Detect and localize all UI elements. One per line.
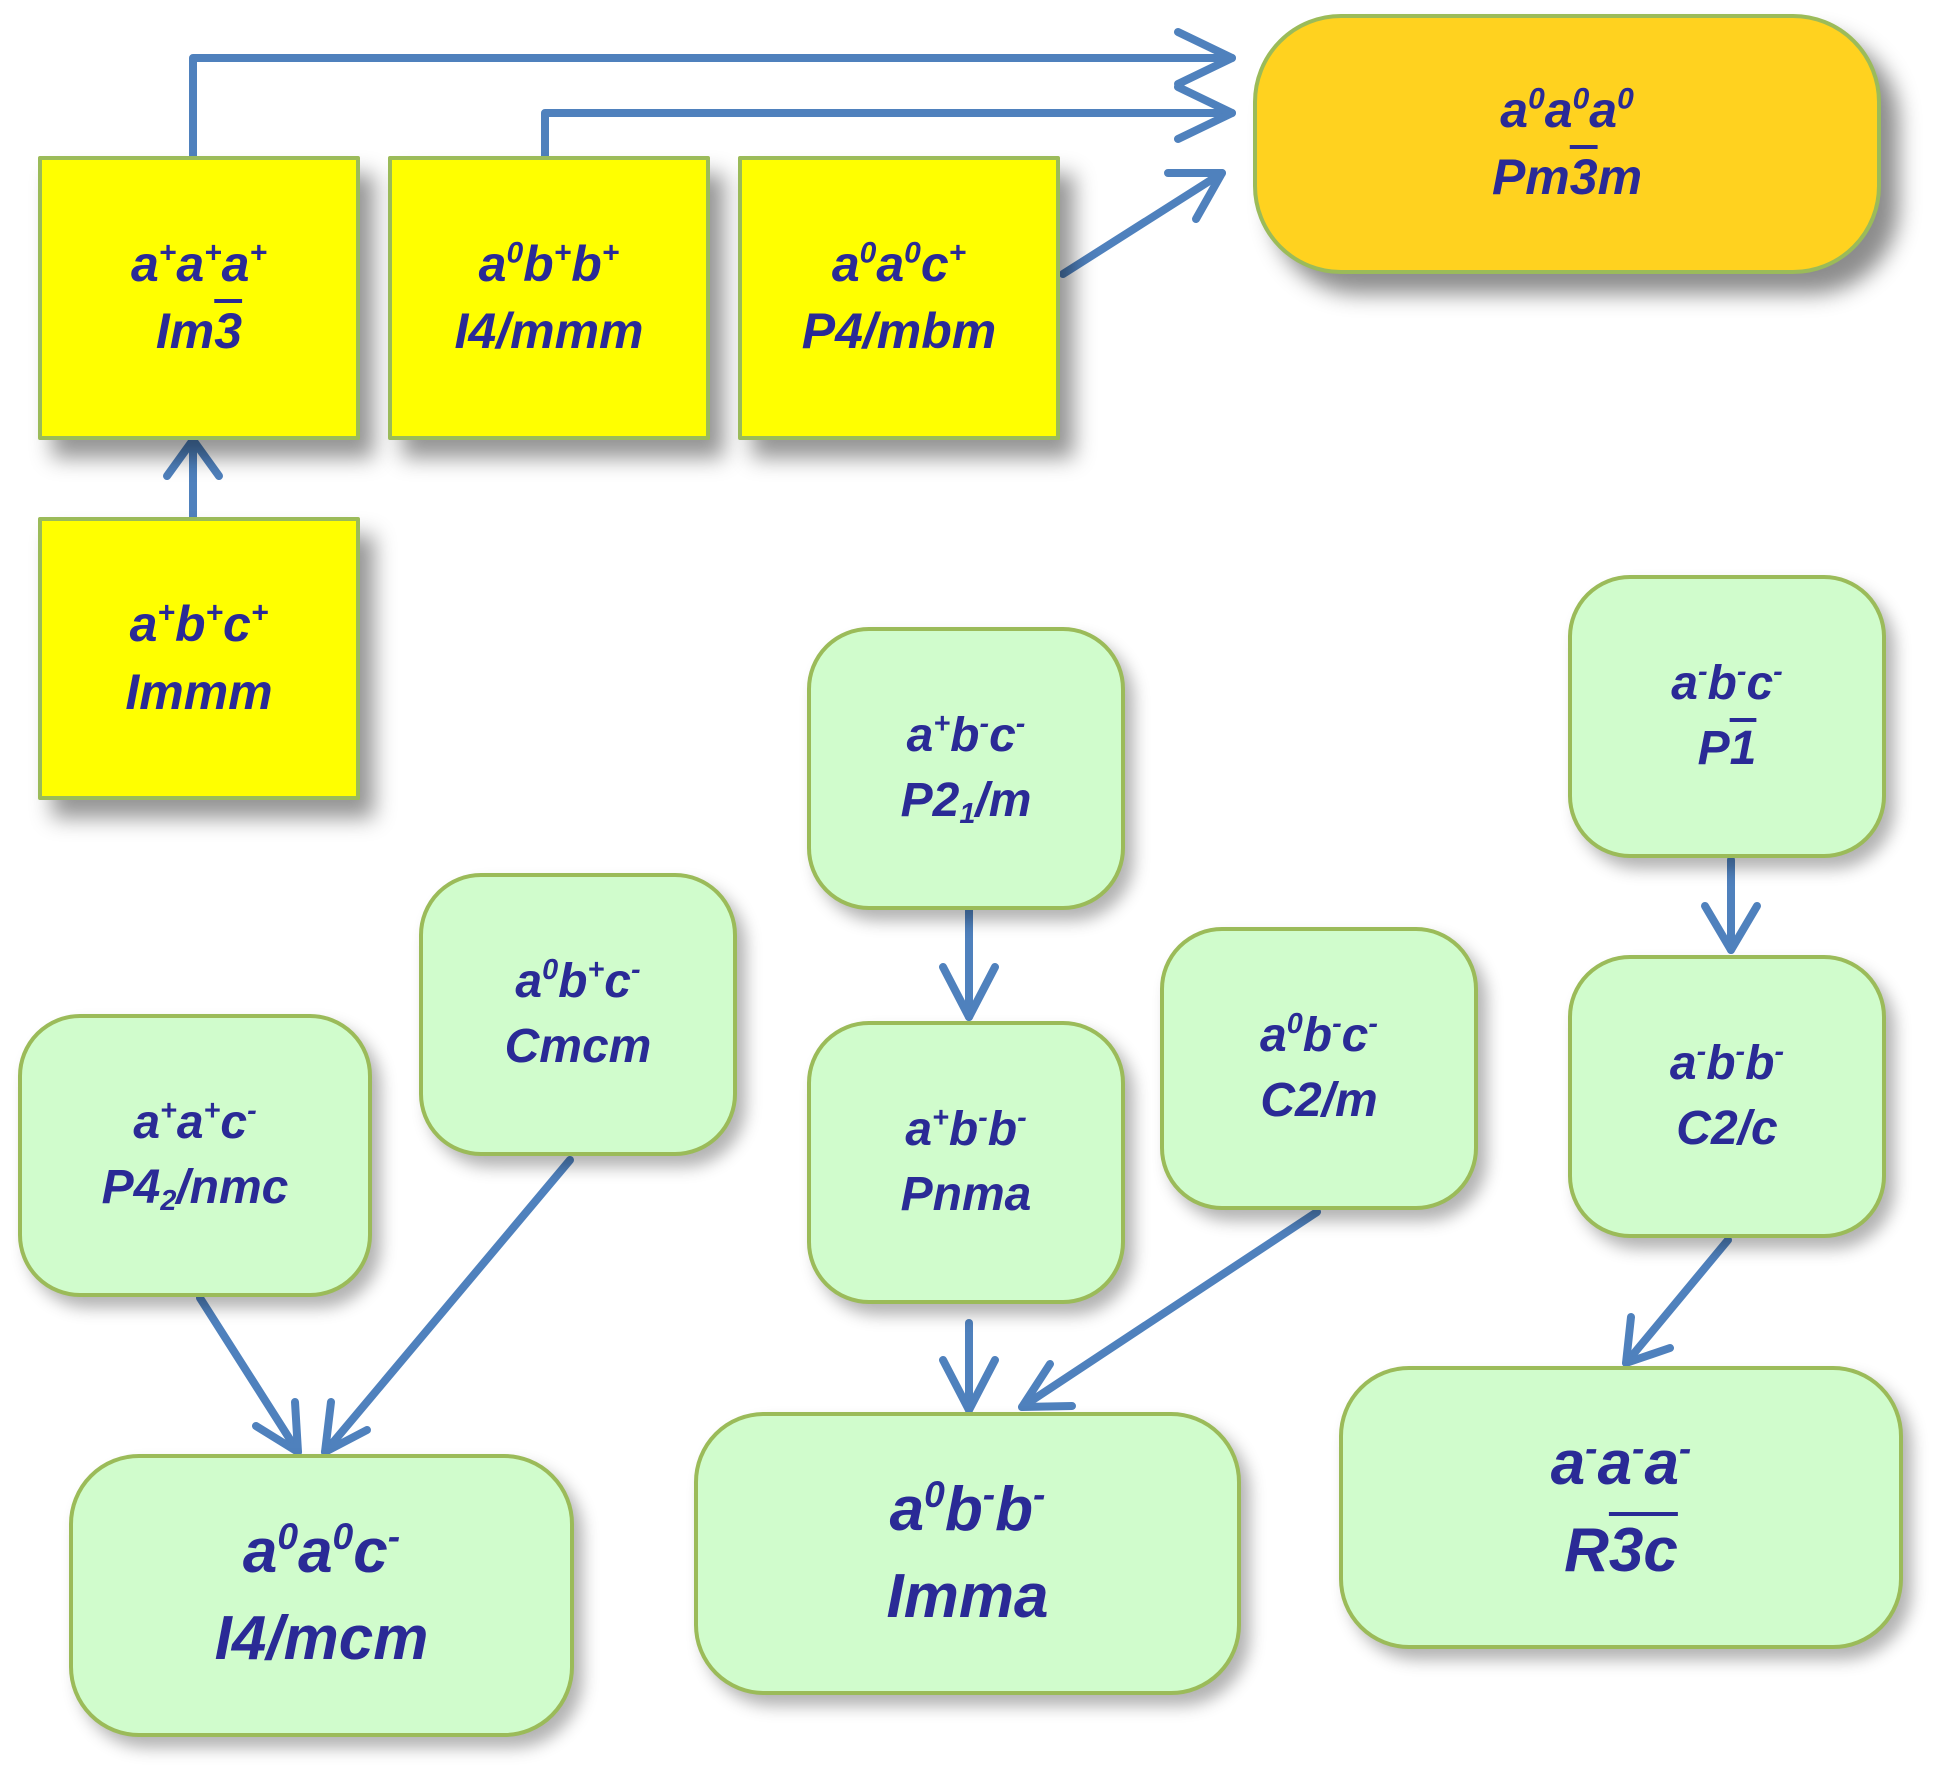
node-im3: a+a+a+ Im3 [38,156,360,440]
c2c-space-group: C2/c [1676,1101,1778,1155]
arrow-immm-to-im3 [163,436,223,521]
cmcm-space-group: Cmcm [504,1019,652,1073]
arrow-i4mmm-to-pm3m [541,83,1236,160]
p4mbm-space-group: P4/mbm [801,303,997,359]
node-i4mmm: a0b+b+ I4/mmm [388,156,710,440]
p1-space-group: P1 [1697,721,1757,775]
i4mmm-tilt: a0b+b+ [478,235,620,292]
node-i4mcm: a0a0c- I4/mcm [69,1454,574,1737]
node-cmcm: a0b+c- Cmcm [419,873,737,1156]
node-p21m: a+b-c- P21/m [807,627,1125,910]
arrow-c2m-to-imma [1018,1208,1321,1411]
c2c-tilt: a-b-b- [1669,1035,1785,1090]
node-c2c: a-b-b- C2/c [1568,955,1886,1238]
arrow-cmcm-to-i4mcm [321,1156,574,1456]
arrow-p4mbm-to-pm3m [1059,169,1226,278]
arrow-p42nmc-to-i4mcm [196,1294,302,1456]
pm3m-tilt: a0a0a0 [1500,81,1634,138]
node-p42nmc: a+a+c- P42/nmc [18,1014,372,1297]
arrow-p21m-to-pnma [939,906,999,1021]
node-p4mbm: a0a0c+ P4/mbm [738,156,1060,440]
im3-tilt: a+a+a+ [130,235,268,292]
pm3m-space-group: Pm3m [1491,149,1643,205]
node-c2m: a0b-c- C2/m [1160,927,1478,1210]
p42nmc-space-group: P42/nmc [101,1160,289,1217]
p21m-tilt: a+b-c- [906,707,1026,762]
p21m-space-group: P21/m [900,773,1032,830]
node-immm: a+b+c+ Immm [38,517,360,800]
im3-space-group: Im3 [155,303,243,359]
cmcm-tilt: a0b+c- [515,953,641,1008]
arrow-c2c-to-r3c [1622,1236,1732,1367]
arrow-p1-to-c2c [1701,856,1761,954]
p1-tilt: a-b-c- [1671,655,1783,710]
node-r3c: a-a-a- R3c [1339,1366,1903,1649]
pnma-tilt: a+b-b- [905,1101,1027,1156]
c2m-space-group: C2/m [1260,1073,1378,1127]
imma-tilt: a0b-b- [889,1472,1046,1544]
pnma-space-group: Pnma [900,1167,1032,1221]
immm-tilt: a+b+c+ [129,596,269,652]
arrow-pnma-to-imma [939,1319,999,1414]
r3c-tilt: a-a-a- [1550,1426,1692,1498]
node-imma: a0b-b- Imma [694,1412,1241,1695]
i4mmm-space-group: I4/mmm [454,303,644,359]
imma-space-group: Imma [886,1561,1049,1631]
r3c-space-group: R3c [1564,1515,1678,1585]
node-pnma: a+b-b- Pnma [807,1021,1125,1304]
node-pm3m: a0a0a0 Pm3m [1253,14,1881,274]
arrow-im3-to-pm3m [189,28,1236,160]
p4mbm-tilt: a0a0c+ [831,235,967,292]
c2m-tilt: a0b-c- [1260,1007,1378,1062]
node-p1: a-b-c- P1 [1568,575,1886,858]
i4mcm-space-group: I4/mcm [214,1603,429,1673]
p42nmc-tilt: a+a+c- [133,1094,257,1149]
i4mcm-tilt: a0a0c- [242,1514,401,1586]
immm-space-group: Immm [125,663,273,720]
